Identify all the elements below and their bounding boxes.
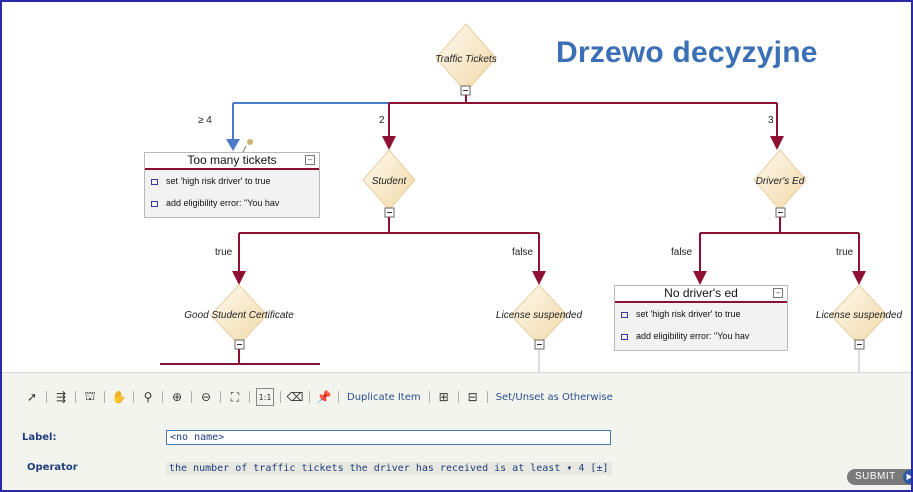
tree-layout-icon[interactable]: ⛫ xyxy=(84,389,96,403)
edge-label-ed-false: false xyxy=(671,247,693,258)
edge-label-2: 2 xyxy=(379,115,385,126)
fit-to-screen-icon[interactable]: ⛶ xyxy=(230,389,240,404)
root-decision-label: Traffic Tickets xyxy=(435,54,497,65)
action-row-icon xyxy=(621,311,628,318)
zoom-in-icon[interactable]: ⊕ xyxy=(171,390,183,404)
insert-column-icon[interactable]: ⊟ xyxy=(467,390,478,404)
action-node-too-many-tickets[interactable]: Too many tickets– set 'high risk driver'… xyxy=(144,152,320,218)
collapse-icon[interactable]: – xyxy=(305,155,315,165)
license-suspended-1-label: License suspended xyxy=(495,310,583,321)
set-otherwise-button[interactable]: Set/Unset as Otherwise xyxy=(495,391,613,403)
action-node-no-drivers-ed[interactable]: No driver's ed– set 'high risk driver' t… xyxy=(614,285,788,351)
operator-caption: Operator xyxy=(27,462,78,473)
zoom-icon[interactable]: ⚲ xyxy=(143,390,153,404)
pan-hand-icon[interactable]: ✋ xyxy=(111,390,127,404)
edge-label-ed-true: true xyxy=(836,247,854,258)
label-input[interactable]: <no name> xyxy=(166,430,611,445)
operator-expression[interactable]: the number of traffic tickets the driver… xyxy=(166,462,612,475)
eraser-icon[interactable]: ⌫ xyxy=(286,390,304,404)
action-node-title: Too many tickets– xyxy=(145,153,319,170)
edge-label-ge4: ≥ 4 xyxy=(198,115,212,126)
license-suspended-2-label: License suspended xyxy=(815,310,903,321)
pin-icon[interactable]: 📌 xyxy=(316,390,332,404)
action-row[interactable]: add eligibility error: "You hav xyxy=(145,192,319,214)
play-arrow-icon: ▶ xyxy=(902,470,911,484)
action-row[interactable]: set 'high risk driver' to true xyxy=(145,170,319,192)
action-node-title: No driver's ed– xyxy=(615,286,787,303)
good-student-decision-label: Good Student Certificate xyxy=(184,310,294,321)
editor-toolbar: ➚ ⇶ ⛫ ✋ ⚲ ⊕ ⊖ ⛶ 1:1 ⌫ 📌 Duplicate Item ⊞ xyxy=(2,372,911,423)
tree-connectors xyxy=(160,23,888,372)
properties-panel: Label: <no name> Operator the number of … xyxy=(2,422,911,490)
edge-label-3: 3 xyxy=(768,115,774,126)
action-row[interactable]: add eligibility error: "You hav xyxy=(615,325,787,347)
tree-canvas[interactable]: Drzewo decyzyjne Traffic Tickets Student… xyxy=(2,2,911,372)
action-row[interactable]: set 'high risk driver' to true xyxy=(615,303,787,325)
duplicate-item-button[interactable]: Duplicate Item xyxy=(347,391,421,403)
insert-row-icon[interactable]: ⊞ xyxy=(438,390,449,404)
drivers-ed-decision-label: Driver's Ed xyxy=(755,176,805,187)
select-arrow-icon[interactable]: ➚ xyxy=(26,390,38,404)
student-decision-label: Student xyxy=(371,176,407,187)
edge-label-student-true: true xyxy=(215,247,233,258)
page-title: Drzewo decyzyjne xyxy=(556,36,818,69)
action-row-icon xyxy=(621,333,628,340)
collapse-icon[interactable]: – xyxy=(773,288,783,298)
submit-button[interactable]: SUBMIT▶ xyxy=(847,469,911,485)
actual-size-icon[interactable]: 1:1 xyxy=(256,388,274,406)
action-row-icon xyxy=(151,178,158,185)
edge-label-student-false: false xyxy=(512,247,534,258)
label-caption: Label: xyxy=(22,432,57,443)
zoom-out-icon[interactable]: ⊖ xyxy=(200,390,212,404)
action-row-icon xyxy=(151,200,158,207)
add-branch-icon[interactable]: ⇶ xyxy=(55,390,67,404)
